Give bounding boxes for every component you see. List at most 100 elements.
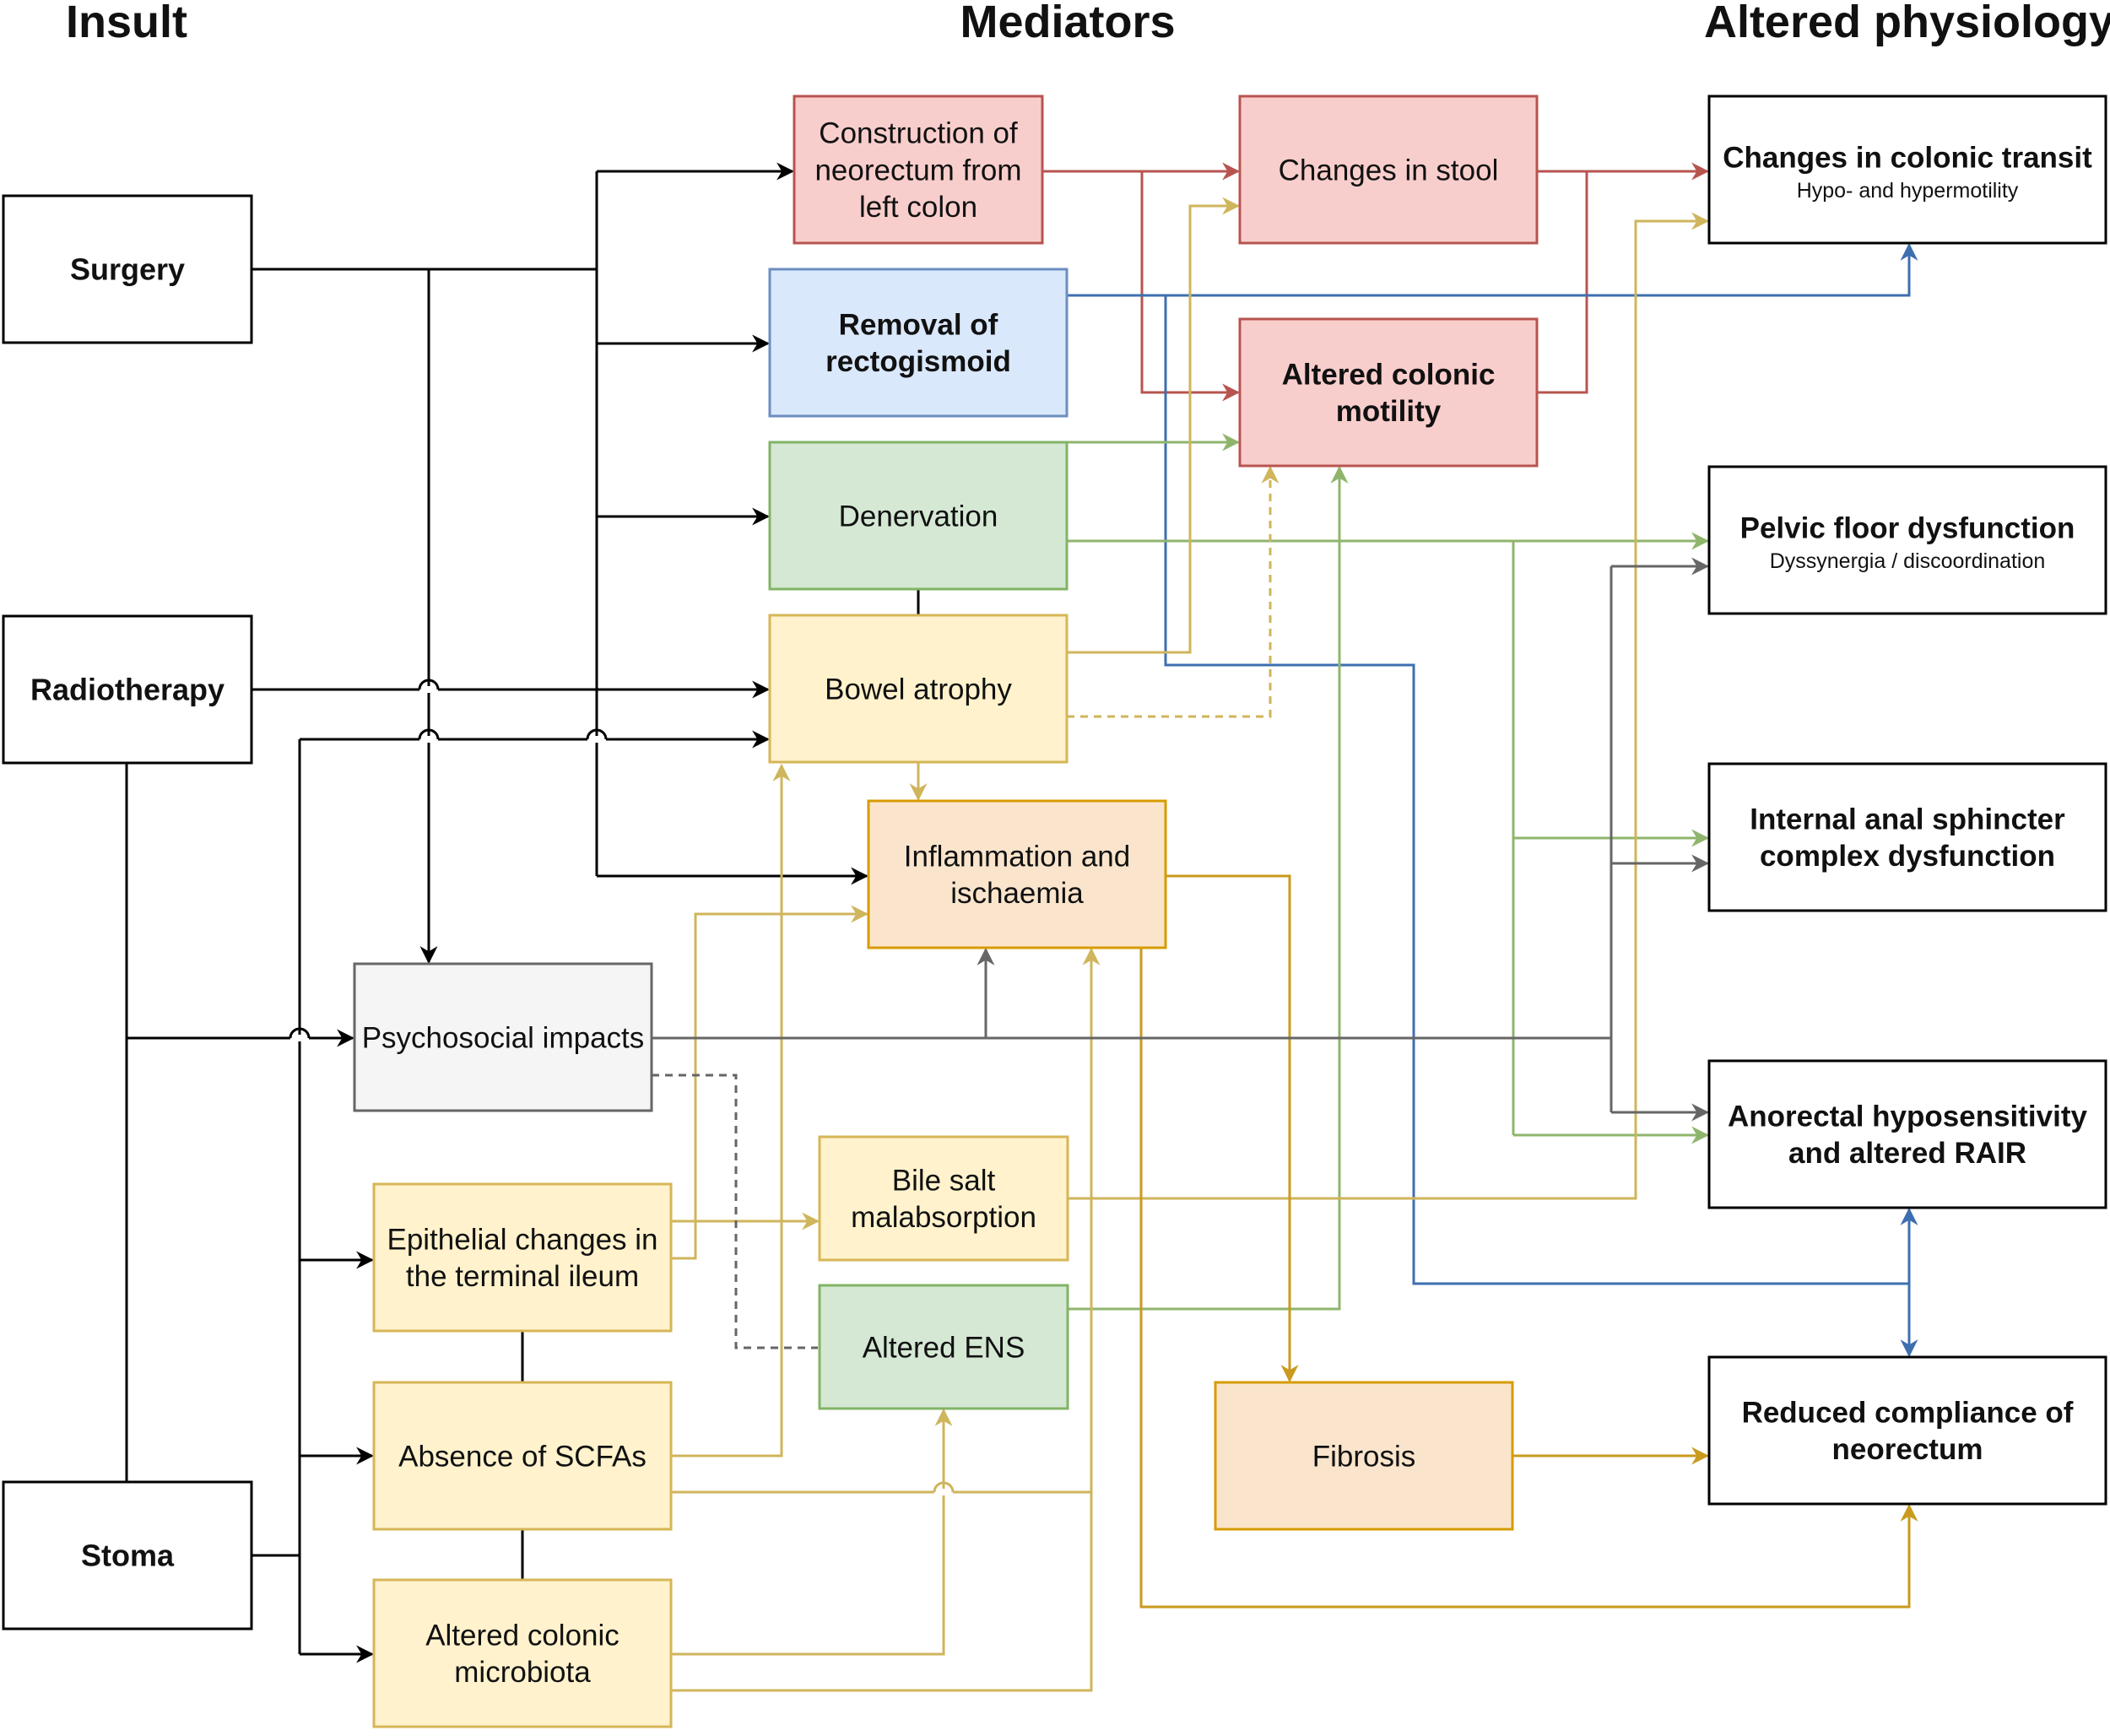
arrow-construction-to-motility [1140, 171, 1241, 402]
node-reduced-compliance-label: neorectum [1832, 1433, 1983, 1466]
node-epithelial-changes-box [372, 1182, 673, 1333]
node-inflammation-and-ischaemia: Inflammation and ischaemia [867, 799, 1167, 949]
node-altered-colonic-motility-box [1238, 317, 1539, 468]
node-epithelial-changes-label: Epithelial changes in [387, 1223, 657, 1256]
node-reduced-compliance-label: Reduced compliance of [1742, 1396, 2074, 1429]
node-altered-colonic-motility-label: Altered colonic [1282, 358, 1496, 391]
node-construction-of-neorectum-label: left colon [859, 191, 977, 224]
node-construction-of-neorectum-box [793, 95, 1044, 245]
node-denervation-label: Denervation [839, 500, 998, 533]
node-removal-of-rectogismoid: Removal of rectogismoid [768, 268, 1069, 418]
node-stoma: Stoma [2, 1480, 253, 1631]
node-radiotherapy-box [2, 614, 253, 765]
node-internal-anal-sphincter-label: complex dysfunction [1760, 840, 2055, 873]
node-changes-in-colonic-transit-label: Changes in colonic transit [1723, 141, 2092, 174]
node-altered-colonic-motility: Altered colonic motility [1238, 317, 1539, 468]
line-jump [586, 728, 608, 740]
node-reduced-compliance-box [1707, 1355, 2107, 1506]
node-pelvic-floor-dysfunction-label: Pelvic floor dysfunction [1740, 511, 2075, 544]
arrow-atrophy-to-motility-dashed [1067, 465, 1280, 718]
node-absence-of-scfas-label: Absence of SCFAs [398, 1440, 647, 1473]
node-pelvic-floor-dysfunction-subtitle: Dyssynergia / discoordination [1770, 549, 2046, 573]
line-jump [418, 679, 440, 690]
arrow-bile-salt-to-transit [1068, 212, 1710, 1200]
header-insult: Insult [66, 0, 187, 47]
node-inflammation-and-ischaemia-label: ischaemia [950, 877, 1084, 910]
node-altered-colonic-microbiota-label: Altered colonic [425, 1619, 619, 1652]
node-altered-ens: Altered ENS [818, 1284, 1069, 1410]
node-changes-in-stool-box [1238, 95, 1539, 245]
arrow-inflammation-to-fibrosis [1166, 874, 1299, 1383]
node-inflammation-and-ischaemia-box [867, 799, 1167, 949]
connector-layer [125, 162, 1918, 1692]
node-altered-colonic-microbiota-label: microbiota [454, 1656, 591, 1689]
line-jump-gap [587, 736, 606, 743]
node-changes-in-colonic-transit-box [1707, 95, 2107, 245]
node-internal-anal-sphincter: Internal anal sphincter complex dysfuncti… [1707, 762, 2107, 912]
line-motility-to-transit [1537, 171, 1588, 394]
node-stoma-label: Stoma [81, 1539, 175, 1573]
node-changes-in-colonic-transit-subtitle: Hypo- and hypermotility [1797, 179, 2019, 203]
line-jump [289, 1027, 311, 1039]
node-denervation: Denervation [768, 441, 1069, 591]
line-psychosocial-to-ens-dashed [652, 1074, 818, 1349]
arrow-microbiota-to-ens [671, 1408, 953, 1656]
node-bile-salt-malabsorption-box [818, 1135, 1069, 1262]
node-bowel-atrophy: Bowel atrophy [768, 614, 1069, 764]
node-altered-colonic-motility-label: motility [1336, 395, 1442, 428]
node-anorectal-hyposensitivity-label: and altered RAIR [1788, 1137, 2026, 1170]
node-radiotherapy: Radiotherapy [2, 614, 253, 765]
line-jump-gap [419, 736, 438, 743]
arrow-inflammation-to-compliance [1139, 948, 1918, 1609]
node-changes-in-stool-label: Changes in stool [1279, 154, 1499, 187]
node-bile-salt-malabsorption-label: malabsorption [851, 1201, 1036, 1234]
line-jump [418, 728, 440, 740]
node-inflammation-and-ischaemia-label: Inflammation and [904, 840, 1130, 873]
node-removal-of-rectogismoid-label: rectogismoid [825, 345, 1011, 378]
node-surgery-box [2, 194, 253, 344]
arrow-ens-to-motility [1068, 465, 1349, 1311]
node-bile-salt-malabsorption-label: Bile salt [892, 1164, 996, 1197]
header-mediators: Mediators [960, 0, 1175, 47]
node-anorectal-hyposensitivity-box [1707, 1059, 2107, 1209]
node-construction-of-neorectum-label: Construction of [819, 117, 1018, 150]
node-bowel-atrophy-label: Bowel atrophy [825, 673, 1012, 706]
node-removal-of-rectogismoid-label: Removal of [839, 308, 998, 341]
node-internal-anal-sphincter-label: Internal anal sphincter [1750, 803, 2065, 836]
arrow-atrophy-to-stool [1067, 197, 1241, 654]
node-psychosocial-impacts-label: Psychosocial impacts [362, 1021, 645, 1054]
node-altered-colonic-microbiota: Altered colonic microbiota [372, 1578, 673, 1728]
node-denervation-box [768, 441, 1069, 591]
node-fibrosis-label: Fibrosis [1312, 1440, 1416, 1473]
node-bowel-atrophy-box [768, 614, 1069, 764]
node-epithelial-changes-label: the terminal ileum [406, 1260, 639, 1293]
arrow-microbiota-to-inflammation [671, 947, 1101, 1692]
node-anorectal-hyposensitivity-label: Anorectal hyposensitivity [1728, 1100, 2087, 1133]
line-jump-gap [419, 686, 438, 693]
line-jump-gap [290, 1035, 309, 1041]
node-changes-in-stool: Changes in stool [1238, 95, 1539, 245]
line-jump-gap [934, 1489, 953, 1495]
node-surgery-label: Surgery [70, 252, 185, 287]
node-psychosocial-impacts-box [353, 962, 653, 1112]
node-altered-colonic-microbiota-box [372, 1578, 673, 1728]
node-altered-ens-box [818, 1284, 1069, 1410]
node-fibrosis-box [1214, 1381, 1514, 1531]
arrow-removal-to-transit [1067, 242, 1918, 297]
node-internal-anal-sphincter-box [1707, 762, 2107, 912]
node-psychosocial-impacts: Psychosocial impacts [353, 962, 653, 1112]
node-absence-of-scfas-box [372, 1381, 673, 1531]
node-bile-salt-malabsorption: Bile salt malabsorption [818, 1135, 1069, 1262]
node-fibrosis: Fibrosis [1214, 1381, 1514, 1531]
node-surgery: Surgery [2, 194, 253, 344]
node-epithelial-changes: Epithelial changes in the terminal ileum [372, 1182, 673, 1333]
line-jump [933, 1481, 955, 1493]
node-radiotherapy-label: Radiotherapy [30, 673, 225, 707]
node-removal-of-rectogismoid-box [768, 268, 1069, 418]
node-reduced-compliance: Reduced compliance of neorectum [1707, 1355, 2107, 1506]
